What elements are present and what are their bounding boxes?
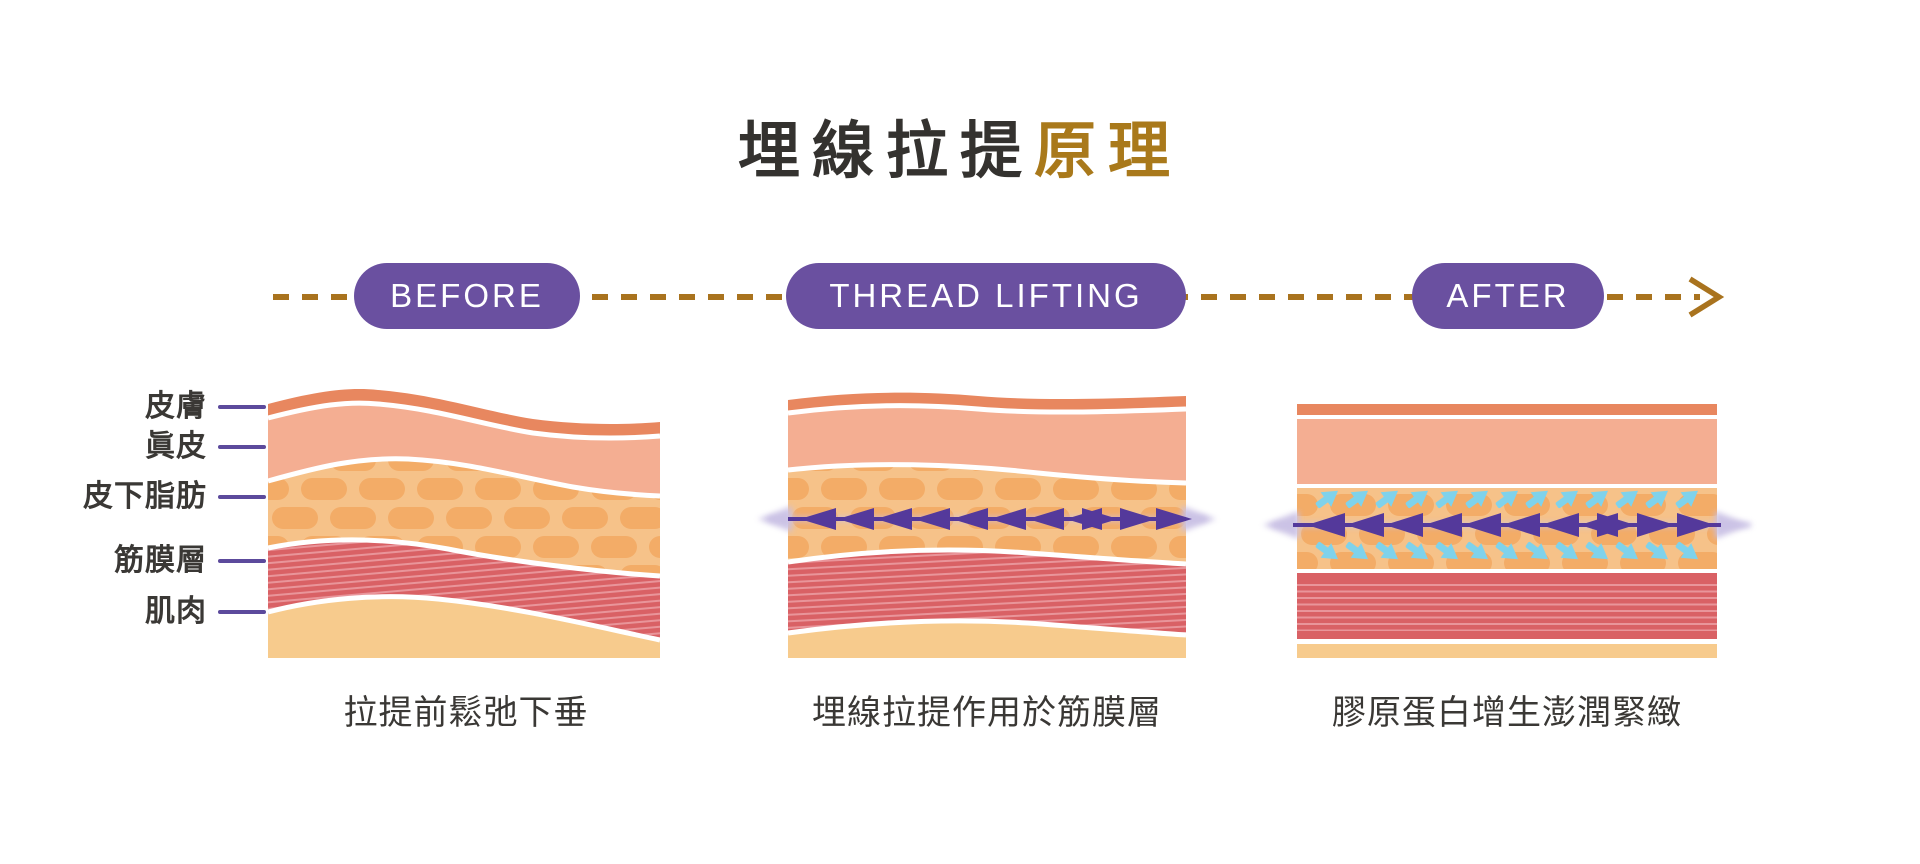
- lifting-gap-1: [787, 403, 1187, 416]
- layer-label-muscle: 肌肉: [145, 595, 207, 628]
- panel-after-diagram: [1263, 404, 1751, 658]
- after-dermis: [1297, 419, 1717, 484]
- layer-label-fascia-line: [218, 559, 266, 563]
- badge-thread-lifting-label: THREAD LIFTING: [829, 277, 1143, 314]
- panel-thread-lifting-diagram: [758, 392, 1216, 658]
- layer-label-subcutaneous-fat-line: [218, 495, 266, 499]
- before-gap-2: [267, 456, 661, 499]
- layer-label-subcutaneous-fat: 皮下脂肪: [83, 480, 207, 513]
- after-muscle-stripes: [1297, 581, 1717, 631]
- caption-after: 膠原蛋白增生澎潤緊緻: [1332, 694, 1682, 732]
- before-gap-1: [267, 400, 661, 441]
- layer-label-fascia: 筋膜層: [114, 544, 207, 577]
- page-title-primary: 埋線拉提: [737, 117, 1034, 186]
- badge-after: AFTER: [1412, 263, 1604, 329]
- before-gap-3: [267, 537, 661, 579]
- badge-before: BEFORE: [354, 263, 580, 329]
- arrow-right-icon: [1688, 276, 1725, 318]
- barbed-thread: [758, 506, 1216, 532]
- page-title: 埋線拉提原理: [0, 118, 1920, 186]
- before-deep-layer: [268, 596, 660, 658]
- panel-after: [1263, 402, 1751, 658]
- caption-before: 拉提前鬆弛下垂: [343, 694, 589, 732]
- panel-thread-lifting: [758, 386, 1216, 658]
- caption-thread-lifting: 埋線拉提作用於筋膜層: [812, 694, 1162, 732]
- badge-before-label: BEFORE: [390, 277, 544, 314]
- lifting-gap-3: [787, 547, 1187, 567]
- lifting-gap-4: [787, 618, 1187, 638]
- layer-label-dermis-line: [218, 445, 266, 449]
- badge-after-label: AFTER: [1446, 277, 1570, 314]
- barbed-thread-after: [1263, 511, 1751, 539]
- layer-label-muscle-line: [218, 610, 266, 614]
- before-gap-4: [267, 594, 661, 643]
- panel-before: [267, 386, 661, 658]
- page-title-accent: 原理: [1034, 117, 1183, 186]
- layer-label-skin: 皮膚: [145, 390, 207, 423]
- lifting-gap-2: [787, 462, 1187, 486]
- after-skin-surface: [1297, 404, 1717, 415]
- panel-before-diagram: [267, 389, 661, 658]
- layer-label-dermis: 眞皮: [145, 430, 207, 463]
- lifting-deep-layer: [788, 620, 1186, 658]
- badge-thread-lifting: THREAD LIFTING: [786, 263, 1186, 329]
- layer-label-skin-line: [218, 405, 266, 409]
- after-deep-layer: [1297, 644, 1717, 658]
